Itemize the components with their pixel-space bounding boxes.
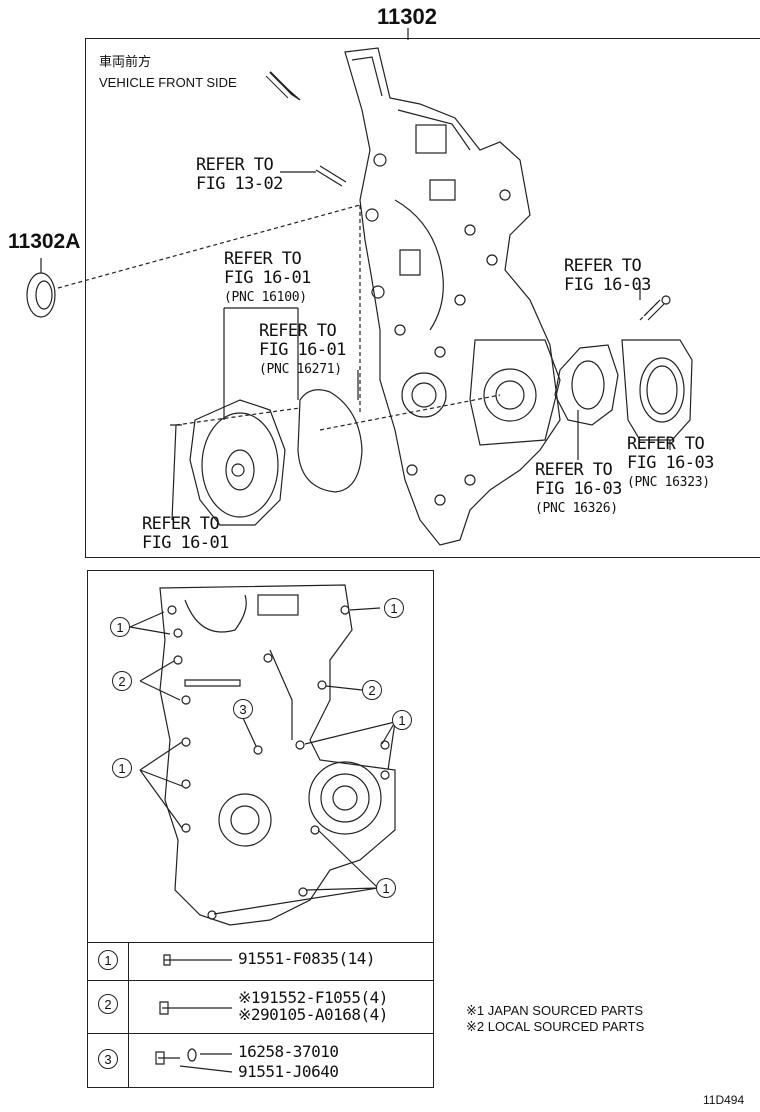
table-divider-3 — [87, 1033, 434, 1034]
main-part-number[interactable]: 11302 — [377, 4, 437, 29]
note-local-sourced: ※2 LOCAL SOURCED PARTS — [466, 1019, 645, 1034]
table-divider-2 — [87, 980, 434, 981]
upper-diagram-frame — [85, 38, 760, 558]
timing-chain-cover-illustration — [344, 47, 561, 546]
part-no-91552-F1055[interactable]: ※191552-F1055(4) — [238, 988, 388, 1007]
front-direction-arrow — [265, 71, 301, 101]
part-no-91551-J0640[interactable]: 91551-J0640 — [238, 1062, 339, 1081]
callout-leader-lines — [129, 607, 396, 915]
bolt-location-frame — [87, 570, 434, 1088]
callout-2-left: 2 — [112, 671, 132, 691]
table-key-3: 3 — [98, 1049, 118, 1069]
part-no-90105-A0168[interactable]: ※290105-A0168(4) — [238, 1005, 388, 1024]
table-column-divider — [128, 942, 129, 1088]
bolt-icon-row-1 — [163, 954, 232, 966]
part-no-91551-F0835[interactable]: 91551-F0835(14) — [238, 949, 376, 968]
table-key-1: 1 — [98, 950, 118, 970]
front-label-jp: 車両前方 — [99, 54, 152, 69]
figure-id: 11D494 — [703, 1093, 745, 1107]
bolt-icon-row-3 — [155, 1048, 233, 1073]
callout-1-right-top: 1 — [384, 598, 404, 618]
callout-3: 3 — [233, 699, 253, 719]
water-pump-gasket-illustration — [297, 370, 363, 493]
stud-bolt-illustration — [280, 165, 347, 187]
bolt-icon-row-2 — [159, 1001, 232, 1015]
table-divider-1 — [87, 942, 434, 943]
table-key-2: 2 — [98, 994, 118, 1014]
callout-1-left-mid: 1 — [112, 758, 132, 778]
callout-2-right: 2 — [362, 680, 382, 700]
seal-part-number[interactable]: 11302A — [8, 230, 81, 253]
water-pump-illustration — [170, 307, 299, 526]
note-japan-sourced: ※1 JAPAN SOURCED PARTS — [466, 1003, 644, 1018]
inlet-bolt-illustration — [639, 285, 671, 321]
oil-seal-illustration — [26, 258, 56, 318]
callout-1-right-mid: 1 — [392, 710, 412, 730]
water-inlet-gasket-illustration — [554, 344, 619, 460]
part-no-16258-37010[interactable]: 16258-37010 — [238, 1042, 339, 1061]
callout-1-right-bottom: 1 — [376, 878, 396, 898]
callout-1-left-top: 1 — [110, 617, 130, 637]
front-label-en: VEHICLE FRONT SIDE — [99, 75, 237, 90]
water-inlet-housing-illustration — [621, 339, 693, 450]
